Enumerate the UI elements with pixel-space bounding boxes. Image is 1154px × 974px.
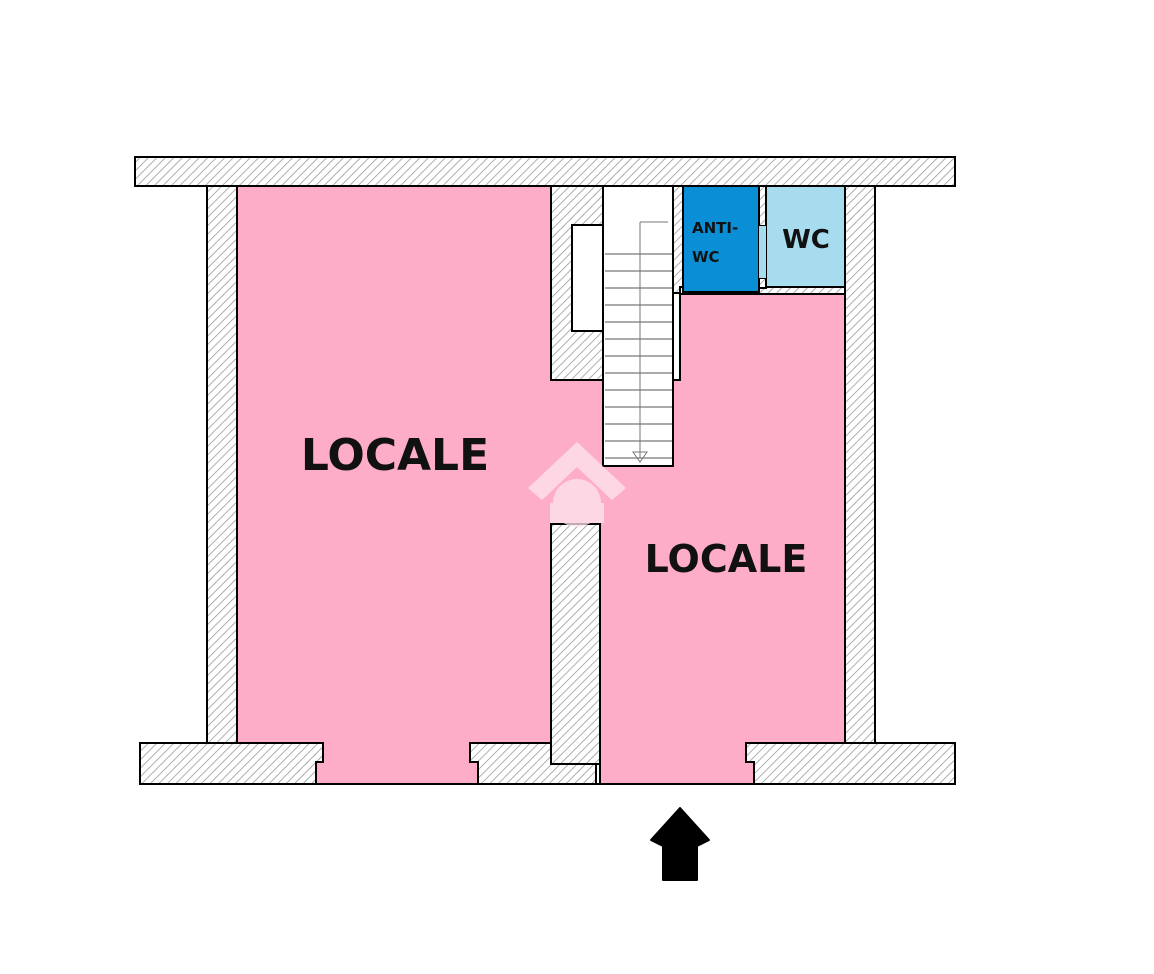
wall-wc-partition — [758, 185, 767, 227]
stair-direction-arrow-icon — [632, 451, 648, 463]
wall-bottom — [139, 742, 956, 785]
staircase — [602, 185, 674, 467]
wall-left-inner — [206, 185, 238, 744]
label-wc: WC — [782, 225, 830, 255]
room-locale-left — [236, 185, 552, 785]
label-anti-wc-line1: ANTI- — [692, 219, 738, 237]
label-locale-right: LOCALE — [645, 537, 808, 581]
up-arrow-icon — [650, 807, 710, 881]
room-wc — [765, 185, 846, 288]
wall-right-inner — [844, 185, 876, 744]
wall-top-band — [134, 156, 956, 187]
wall-wc-left — [672, 185, 684, 294]
label-locale-left: LOCALE — [301, 430, 489, 481]
wall-central-upper — [550, 185, 604, 381]
room-anti-wc — [682, 185, 760, 293]
wall-bottom-right — [745, 742, 956, 785]
wall-bottom-left — [139, 742, 324, 785]
wall-wc-partition-lower — [758, 277, 767, 289]
stair-niche — [571, 224, 604, 332]
walls-left — [135, 185, 238, 744]
wc-doorway — [759, 226, 766, 278]
wall-top — [134, 156, 956, 187]
label-anti-wc-line2: WC — [692, 248, 720, 266]
house-logo-icon — [528, 442, 626, 527]
walls-right — [844, 185, 955, 744]
wall-central-lower — [550, 523, 601, 765]
